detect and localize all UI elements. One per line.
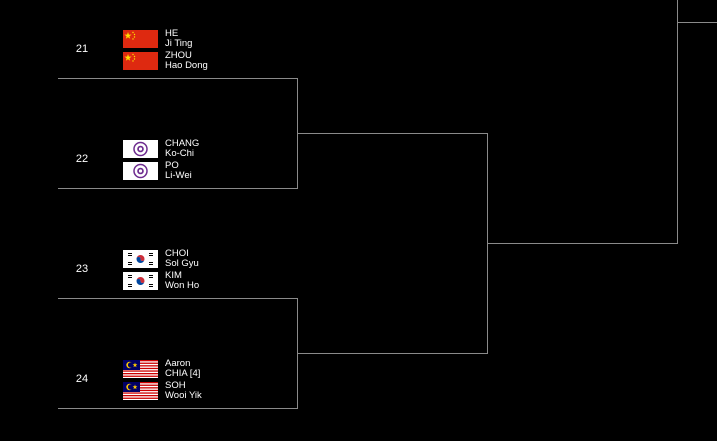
player-first-name: CHOI xyxy=(165,248,189,259)
match-seed-number: 21 xyxy=(75,43,89,55)
malaysia-flag-icon xyxy=(123,382,158,400)
korea-flag-icon xyxy=(123,250,158,268)
player-first-name: Aaron xyxy=(165,358,191,369)
player-first-name: SOH xyxy=(165,380,186,391)
player-last-name: Ji Ting xyxy=(165,38,193,49)
bracket-line-round2-top xyxy=(297,133,488,134)
player-first-name: HE xyxy=(165,28,179,39)
player-name: Aaron CHIA [4] xyxy=(165,359,200,379)
player-last-name: Won Ho xyxy=(165,280,200,291)
player-last-name: Wooi Yik xyxy=(165,390,202,401)
player-first-name: CHANG xyxy=(165,138,200,149)
chinese-taipei-flag-icon xyxy=(123,140,158,158)
player-first-name: PO xyxy=(165,160,179,171)
bracket-line-match-22-bottom xyxy=(58,188,298,189)
bracket-line-round4-top xyxy=(677,22,717,23)
bracket-line-match-24-bottom xyxy=(58,408,298,409)
player-last-name: Li-Wei xyxy=(165,170,192,181)
china-flag-icon xyxy=(123,30,158,48)
player-name: SOH Wooi Yik xyxy=(165,381,202,401)
player-last-name: Sol Gyu xyxy=(165,258,199,269)
player-name: CHOI Sol Gyu xyxy=(165,249,199,269)
china-flag-icon xyxy=(123,52,158,70)
match-seed-number: 23 xyxy=(75,263,89,275)
player-last-name: CHIA [4] xyxy=(165,368,201,379)
player-name: HE Ji Ting xyxy=(165,29,192,49)
player-first-name: ZHOU xyxy=(165,50,192,61)
malaysia-flag-icon xyxy=(123,360,158,378)
player-last-name: Hao Dong xyxy=(165,60,208,71)
chinese-taipei-flag-icon xyxy=(123,162,158,180)
bracket-line-match-21-bottom xyxy=(58,78,298,79)
match-seed-number: 24 xyxy=(75,373,89,385)
bracket-connector-round3 xyxy=(677,0,678,244)
player-name: ZHOU Hao Dong xyxy=(165,51,208,71)
korea-flag-icon xyxy=(123,272,158,290)
bracket-line-round2-bottom xyxy=(297,353,488,354)
match-seed-number: 22 xyxy=(75,153,89,165)
player-name: KIM Won Ho xyxy=(165,271,199,291)
player-first-name: KIM xyxy=(165,270,182,281)
bracket-line-match-23-bottom xyxy=(58,298,298,299)
player-last-name: Ko-Chi xyxy=(165,148,195,159)
player-name: PO Li-Wei xyxy=(165,161,192,181)
player-name: CHANG Ko-Chi xyxy=(165,139,199,159)
bracket-line-round3 xyxy=(487,243,678,244)
